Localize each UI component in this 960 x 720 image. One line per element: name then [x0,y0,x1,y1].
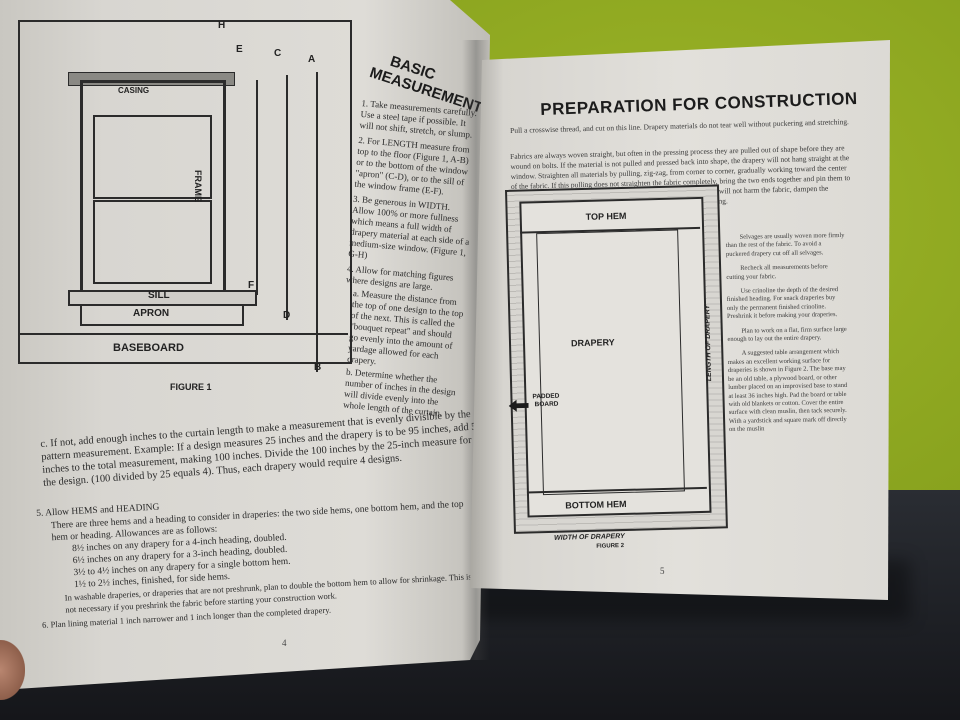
item-2: 2. For LENGTH measure from top to the fl… [354,134,471,197]
measure-line-c [286,75,288,320]
figure-2-caption: FIGURE 2 [596,543,625,550]
label-board: BOARD [534,400,559,409]
left-page: CASING FRAME SILL APRON BASEBOARD E C A … [0,0,490,690]
window-apron [80,304,244,326]
recheck-para: Recheck all measurements before cutting … [726,263,828,281]
paragraph-c: c. If not, add enough inches to the curt… [40,408,477,489]
label-baseboard: BASEBOARD [113,342,184,354]
item-5-block: 5. Allow HEMS and HEADING There are thre… [36,485,482,631]
surface-para: Plan to work on a flat, firm surface lar… [727,325,847,344]
selvages-para: Selvages are usually woven more firmly t… [725,231,845,258]
baseboard-line [18,333,348,335]
label-drapery: DRAPERY [570,337,615,349]
label-f: F [248,280,255,291]
hand-holding-page [0,640,25,700]
label-casing: CASING [118,86,150,95]
drapery-sheet [519,196,712,518]
label-top-hem: TOP HEM [585,210,627,222]
label-padded: PADDED [532,392,560,401]
right-column: Selvages are usually woven more firmly t… [725,198,852,580]
item-4a: a. Measure the distance from the top of … [346,287,464,367]
left-page-number: 4 [282,638,287,648]
upper-sash [93,115,212,199]
label-d: D [283,310,291,321]
lower-sash [93,200,212,284]
label-sill: SILL [148,290,170,301]
crinoline-para: Use crinoline the depth of the desired f… [726,286,839,321]
label-c: C [274,48,282,59]
label-e: E [236,44,243,55]
figure-1-caption: FIGURE 1 [170,382,212,392]
measure-line-a [316,72,318,372]
wall-outline [18,20,352,364]
label-a: A [308,54,316,65]
label-b: B [314,362,322,373]
table-para: A suggested table arrangement which make… [727,348,848,434]
item-3: 3. Be generous in WIDTH. Allow 100% or m… [347,193,470,261]
drapery-inner-outline [536,229,685,496]
label-h: H [218,20,226,31]
label-apron: APRON [133,308,170,319]
figure-1-window-diagram: CASING FRAME SILL APRON BASEBOARD E C A … [18,20,358,373]
label-bottom-hem: BOTTOM HEM [565,498,627,511]
right-page-number: 5 [660,566,665,576]
measure-line-e [256,80,258,295]
label-frame: FRAME [193,170,203,202]
figure-2-drapery-diagram: TOP HEM DRAPERY PADDED BOARD BOTTOM HEM … [505,184,728,550]
